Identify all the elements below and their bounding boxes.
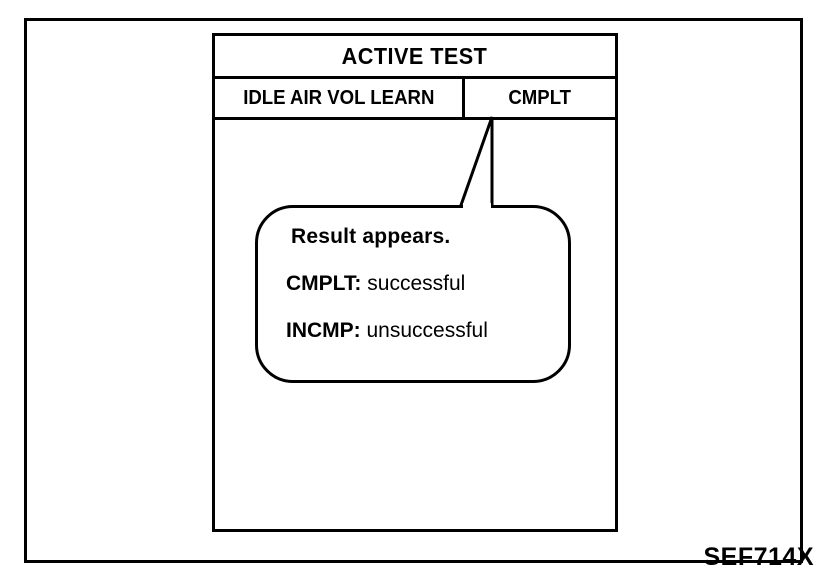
callout-line-cmplt: CMPLT: successful (286, 273, 554, 294)
callout-line-incmp: INCMP: unsuccessful (286, 320, 554, 341)
callout-cmplt-value: successful (361, 272, 466, 295)
active-test-row[interactable]: IDLE AIR VOL LEARN CMPLT (215, 79, 615, 120)
callout-bubble: Result appears. CMPLT: successful INCMP:… (255, 205, 571, 383)
callout-incmp-key: INCMP: (286, 319, 361, 342)
callout-text-block: Result appears. CMPLT: successful INCMP:… (286, 226, 554, 341)
test-item-cell[interactable]: IDLE AIR VOL LEARN (215, 79, 465, 117)
panel-title: ACTIVE TEST (342, 42, 488, 69)
test-result-value: CMPLT (508, 86, 572, 109)
figure-id-caption: SEF714X (703, 543, 814, 571)
test-item-label: IDLE AIR VOL LEARN (242, 86, 435, 109)
callout-incmp-value: unsuccessful (360, 319, 488, 342)
callout-tail-join-mask (463, 203, 491, 210)
callout-cmplt-key: CMPLT: (286, 272, 362, 295)
panel-title-bar: ACTIVE TEST (215, 36, 615, 79)
test-result-cell[interactable]: CMPLT (465, 79, 615, 117)
callout-line-result-appears: Result appears. (291, 225, 451, 248)
